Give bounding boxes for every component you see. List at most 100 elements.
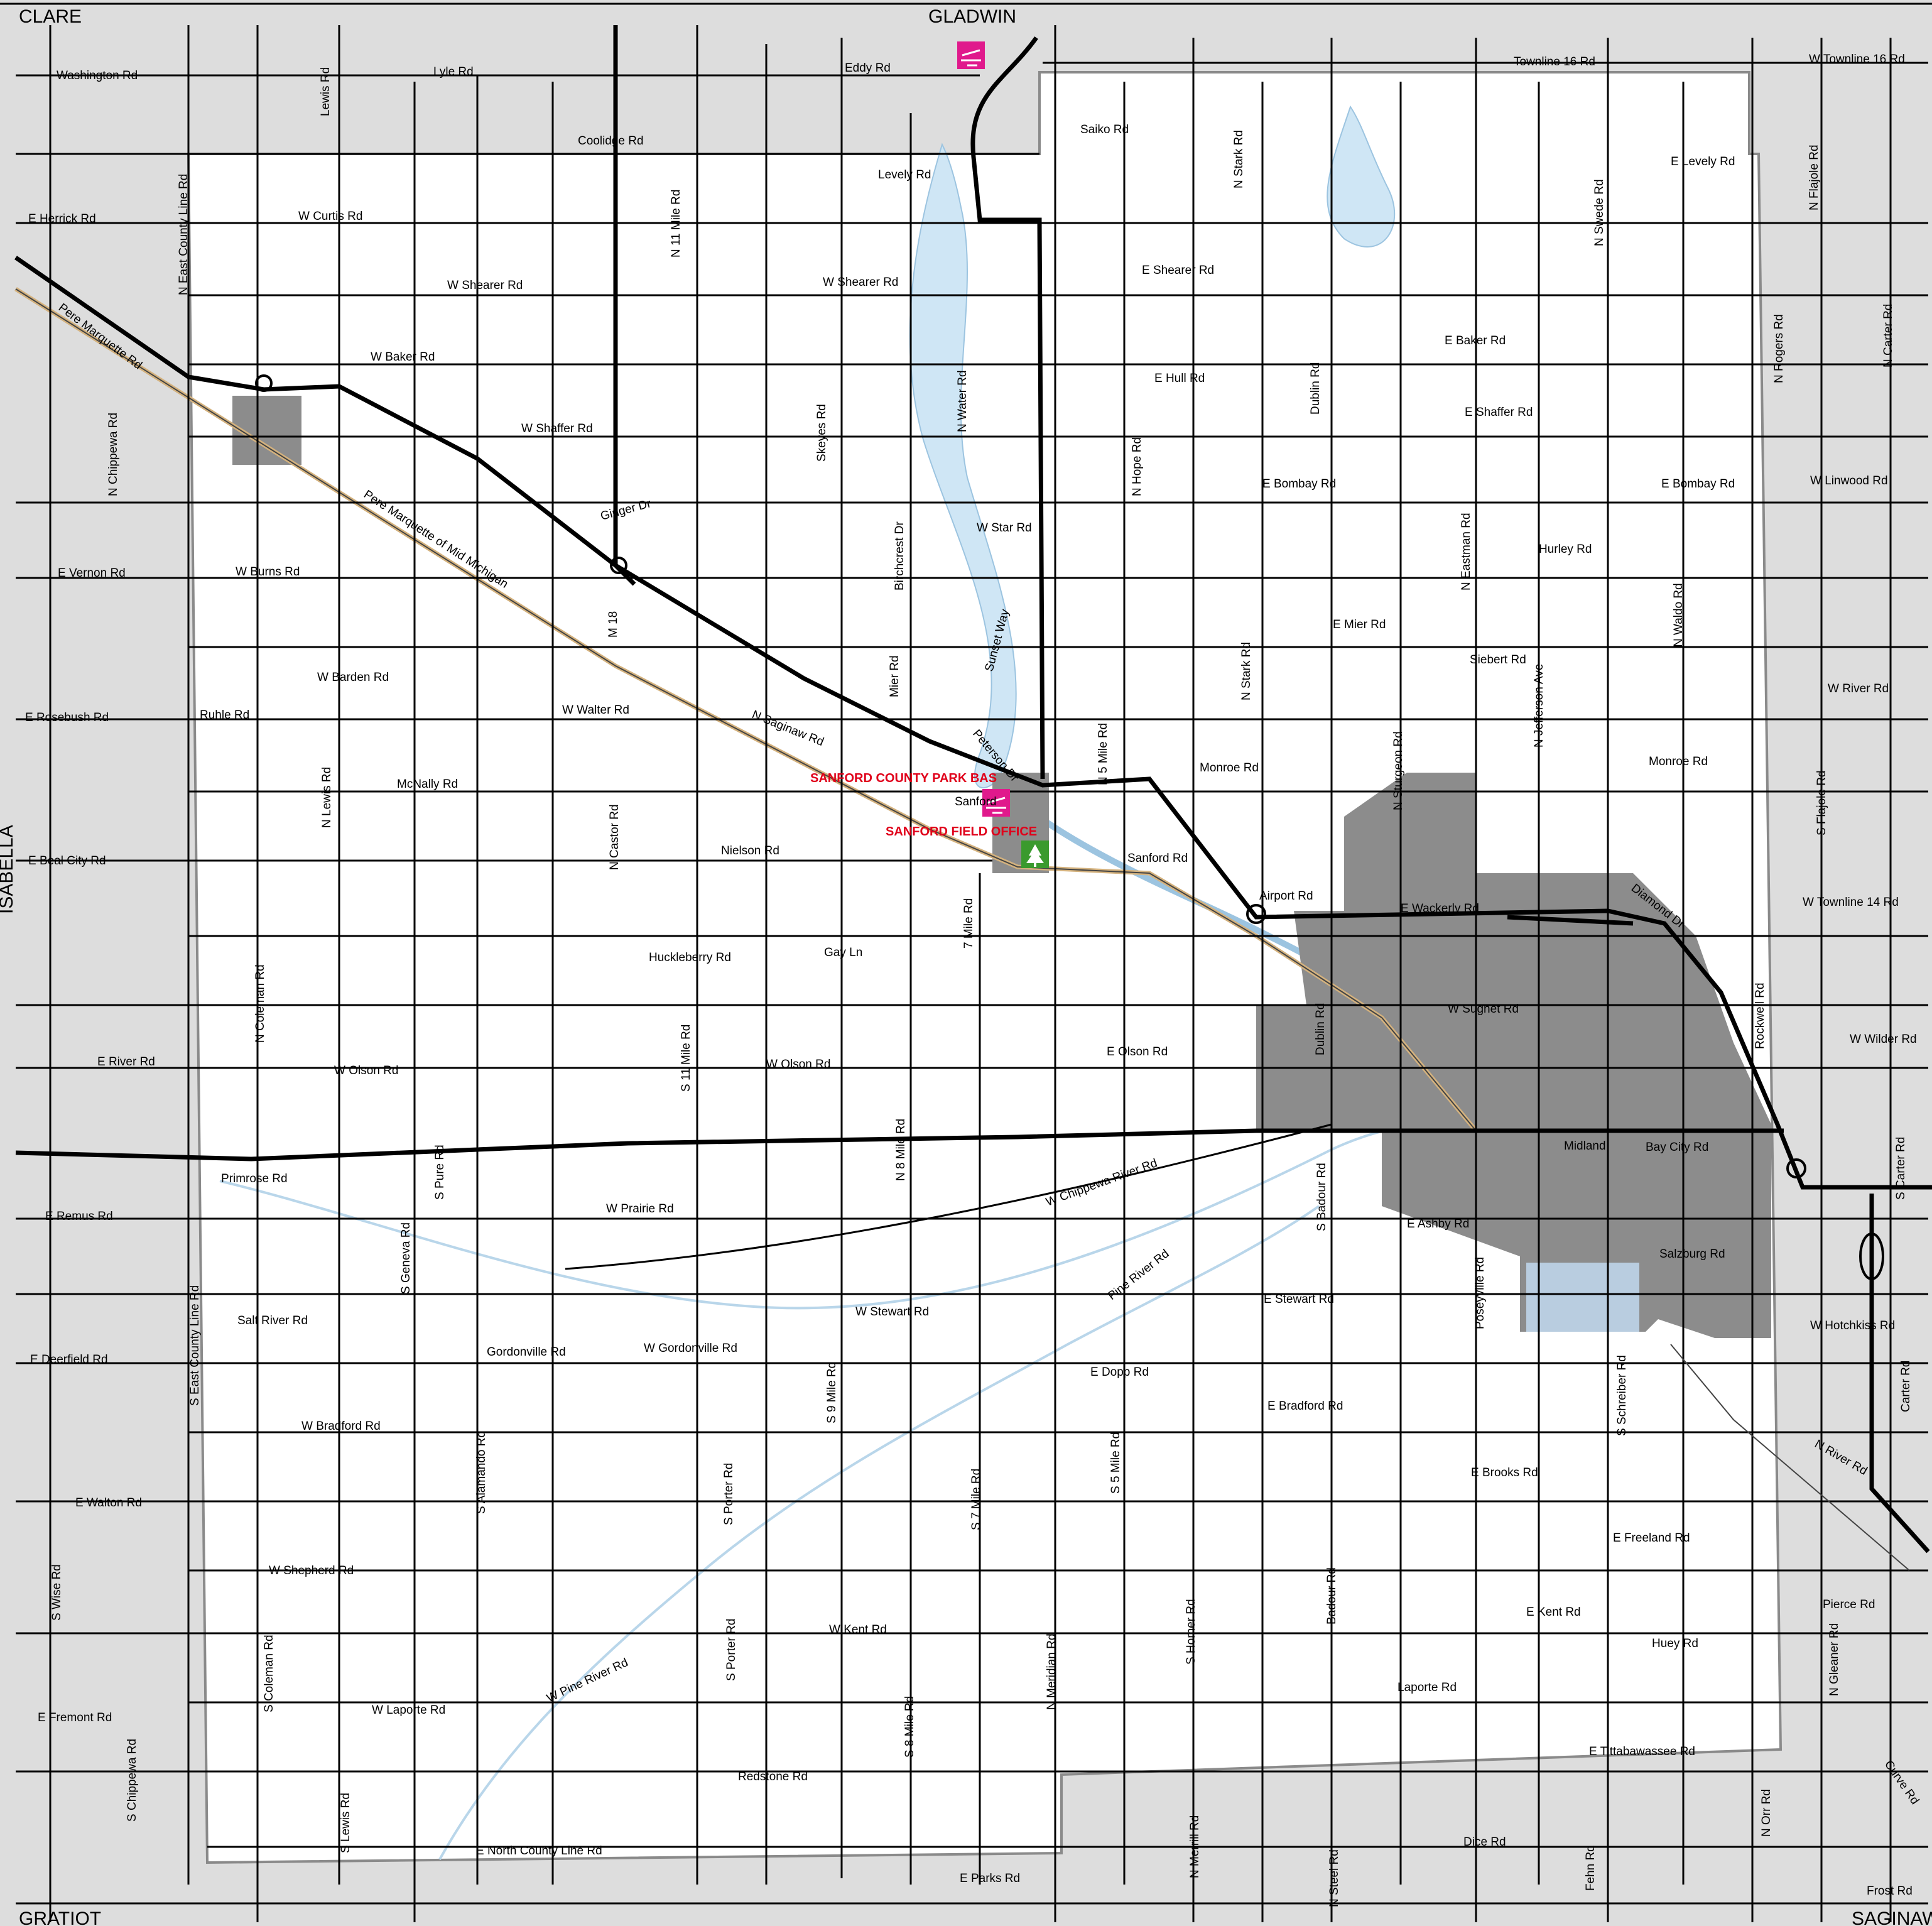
reservoir [1526,1263,1639,1332]
interchange [1786,1158,1806,1178]
road-label: E River Rd [97,1055,155,1069]
road-label: W Barden Rd [317,671,389,684]
road-label: Coolidge Rd [578,134,644,148]
road-label: Redstone Rd [738,1770,808,1783]
road-label: Gay Ln [824,946,862,959]
road-label: E Freeland Rd [1613,1532,1690,1545]
road-label: E Baker Rd [1445,334,1506,347]
road-label: W Olson Rd [766,1058,830,1071]
road-label: Salt River Rd [237,1314,308,1327]
interchanges [255,374,1884,1280]
road-label: E Tittabawassee Rd [1589,1745,1695,1758]
county-label-saginaw: SAGINAW [1852,1908,1932,1926]
road-label: E Hull Rd [1154,372,1205,385]
road-label: W Olson Rd [334,1064,398,1077]
road-label: E Stewart Rd [1264,1293,1334,1306]
road-label: N Chippewa Rd [107,413,120,496]
road-label: E Deerfield Rd [30,1353,108,1366]
road-label: Dice Rd [1463,1836,1506,1849]
road-label: Carter Rd [1899,1361,1913,1412]
road-label: E Olson Rd [1107,1045,1168,1058]
road-label: N 11 Mile Rd [670,190,683,258]
forest-office-icon [1021,841,1049,868]
county-label-gratiot: GRATIOT [19,1908,101,1926]
road-label: S Wise Rd [50,1564,63,1621]
road-label: N Rogers Rd [1772,314,1786,383]
road-label: S 8 Mile Rd [903,1696,916,1758]
road-label: Hurley Rd [1539,543,1592,556]
road-label: S 7 Mile Rd [970,1469,983,1530]
road-label: S Homer Rd [1185,1599,1198,1665]
road-label: Huckleberry Rd [649,951,731,964]
road-label: S Geneva Rd [399,1222,413,1294]
road-label: E Bombay Rd [1661,477,1735,491]
n-river-rd [1670,1344,1910,1571]
interchange [1859,1232,1884,1280]
road-label: Primrose Rd [221,1172,288,1185]
road-label: S East County Line Rd [188,1285,202,1406]
road-label: Sanford Rd [1127,852,1188,865]
road-label: E Brooks Rd [1471,1466,1538,1479]
road-label: E Fremont Rd [38,1711,112,1724]
road-label: W Linwood Rd [1810,474,1888,487]
road-label: S Porter Rd [725,1619,738,1681]
road-label: E Bradford Rd [1267,1400,1343,1413]
road-label: Gordonville Rd [487,1346,566,1359]
road-label: S 5 Mile Rd [1109,1432,1122,1494]
poi-label-office: SANFORD FIELD OFFICE [886,825,1037,839]
road-label: Bay City Rd [1646,1141,1708,1154]
road-label: N Water Rd [956,370,969,432]
road-label: Eddy Rd [845,62,891,75]
road-label: W Curtis Rd [298,210,362,223]
road-label: Rockwell Rd [1754,982,1767,1049]
county-boundary [187,71,1783,1864]
poi-label-park: SANFORD COUNTY PARK BAS [810,771,997,785]
road-label: N 8 Mile Rd [894,1119,908,1181]
boat-launch-icon [982,789,1010,817]
road-label: E Beal City Rd [28,854,106,868]
road-label: S Flajole Rd [1815,771,1828,836]
road-label: W Burns Rd [236,565,300,579]
place-label-midland: Midland [1564,1140,1606,1153]
road-label: N Steel Rd [1328,1849,1341,1907]
county-label-isabella: ISABELLA [0,825,17,914]
road-label: S Badour Rd [1315,1163,1328,1231]
road-label: E Parks Rd [960,1872,1020,1885]
road-label: E Bombay Rd [1262,477,1336,491]
road-label: E Rosebush Rd [25,711,109,724]
road-label: Townline 16 Rd [1514,55,1595,68]
road-label: E Vernon Rd [58,567,126,580]
road-label: Siebert Rd [1470,653,1526,666]
road-label: Lewis Rd [319,67,332,116]
road-label: S Alamando Rd [475,1431,488,1514]
road-label: S Lewis Rd [339,1793,352,1853]
road-label: W Shearer Rd [823,276,898,289]
road-label: N Eastman Rd [1460,513,1473,590]
road-label: N Jefferson Ave [1533,664,1546,748]
road-label: W Shepherd Rd [269,1564,354,1577]
road-label: W Shaffer Rd [521,422,593,435]
road-label: Monroe Rd [1649,755,1708,768]
m-30 [970,36,1045,780]
road-label: Nielson Rd [721,844,779,857]
road-label: N Waldo Rd [1672,583,1685,647]
road-label: W Bradford Rd [301,1420,381,1433]
boat-launch-icon [957,41,985,69]
road-label: E Remus Rd [45,1210,113,1223]
road-label: W Hotchkiss Rd [1810,1319,1895,1332]
road-label: S Carter Rd [1894,1137,1908,1200]
road-label: S Chippewa Rd [126,1739,139,1822]
road-label: Frost Rd [1867,1885,1913,1898]
road-label: Saiko Rd [1080,123,1129,136]
local-roads [16,25,1928,1922]
road-label: E Mier Rd [1333,618,1386,631]
road-label: W Gordonville Rd [644,1342,737,1355]
road-label: W Laporte Rd [372,1704,445,1717]
road-label: Badour Rd [1325,1567,1338,1624]
road-label: Levely Rd [878,168,931,182]
road-label: W Baker Rd [371,351,435,364]
road-label: S Schreiber Rd [1615,1355,1629,1436]
road-label: N Castor Rd [608,804,621,870]
road-label: E Ashby Rd [1407,1217,1469,1231]
n-lake [1327,105,1396,248]
